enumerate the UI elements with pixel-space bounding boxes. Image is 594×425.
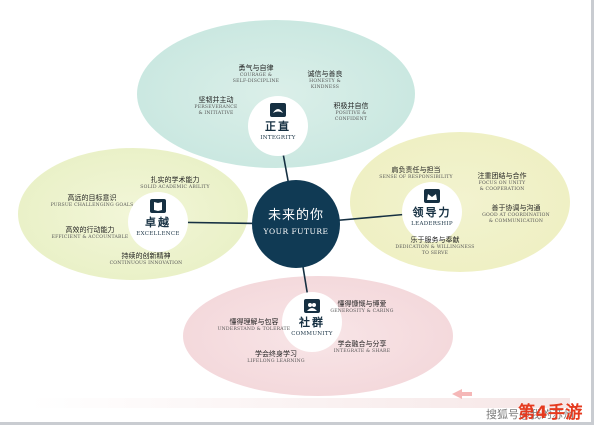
attr-efficient-en1: EFFICIENT & ACCOUNTABLE	[51, 235, 129, 240]
attr-lifelong-cn: 学会终身学习	[255, 350, 297, 358]
attr-understand-cn: 懂得理解与包容	[229, 318, 279, 326]
hub-integrity-cn: 正直	[265, 120, 291, 133]
attr-responsibility: 肩负责任与担当 SENSE OF RESPONSIBILITY	[376, 166, 456, 181]
attr-understand: 懂得理解与包容 UNDERSTAND & TOLERATE	[212, 318, 296, 333]
attr-perseverance: 坚韧并主动 PERSEVERANCE & INITIATIVE	[188, 96, 244, 117]
attr-perseverance-cn: 坚韧并主动	[198, 96, 234, 104]
people-emblem-icon	[304, 299, 320, 313]
attr-lifelong-en1: LIFELONG LEARNING	[247, 359, 305, 364]
hub-community-en: COMMUNITY	[291, 331, 333, 337]
attr-positive-cn: 积极并自信	[333, 102, 369, 110]
center-title-en: YOUR FUTURE	[263, 227, 329, 236]
attr-honesty: 诚信与善良 HONESTY & KINDNESS	[296, 70, 354, 91]
attr-academic-cn: 扎实的学术能力	[150, 176, 200, 184]
center-your-future: 未来的你 YOUR FUTURE	[252, 180, 340, 268]
attr-responsibility-en1: SENSE OF RESPONSIBILITY	[379, 175, 453, 180]
center-title-cn: 未来的你	[267, 208, 324, 223]
attr-dedication-en2: TO SERVE	[421, 251, 449, 256]
lotus-emblem-icon	[270, 103, 286, 117]
attr-coordination: 善于协调与沟通 GOOD AT COORDINATION & COMMUNICA…	[476, 204, 556, 225]
attr-innovation: 持续的创新精神 CONTINUOUS INNOVATION	[100, 252, 192, 267]
attr-perseverance-en2: & INITIATIVE	[198, 111, 234, 116]
attr-dedication: 乐于服务与奉献 DEDICATION & WILLINGNESS TO SERV…	[394, 236, 476, 257]
attr-courage: 勇气与自律 COURAGE & SELF-DISCIPLINE	[226, 64, 286, 85]
attr-efficient: 高效的行动能力 EFFICIENT & ACCOUNTABLE	[44, 226, 136, 241]
attr-generosity-en1: GENEROSITY & CARING	[330, 309, 394, 314]
attr-academic-en1: SOLID ACADEMIC ABILITY	[140, 185, 210, 190]
attr-efficient-cn: 高效的行动能力	[65, 226, 115, 234]
attr-academic: 扎实的学术能力 SOLID ACADEMIC ABILITY	[132, 176, 218, 191]
hub-excellence-en: EXCELLENCE	[136, 231, 180, 237]
bottom-shadow-band	[30, 398, 570, 408]
attr-unity: 注重团结与合作 FOCUS ON UNITY & COOPERATION	[468, 172, 536, 193]
attr-positive-en2: CONFIDENT	[334, 117, 368, 122]
attr-goals-cn: 高远的目标意识	[67, 194, 117, 202]
attr-generosity-cn: 懂得慷慨与博爱	[337, 300, 387, 308]
attr-honesty-cn: 诚信与善良	[307, 70, 343, 78]
attr-unity-cn: 注重团结与合作	[477, 172, 527, 180]
attr-positive: 积极并自信 POSITIVE & CONFIDENT	[322, 102, 380, 123]
hub-integrity: 正直 INTEGRITY	[248, 96, 308, 156]
attr-courage-en2: SELF-DISCIPLINE	[232, 79, 280, 84]
logo-watermark: 第4手游	[518, 403, 583, 423]
attr-dedication-en1: DEDICATION & WILLINGNESS	[395, 245, 475, 250]
attr-generosity: 懂得慷慨与博爱 GENEROSITY & CARING	[322, 300, 402, 315]
attr-integrate-cn: 学会融合与分享	[337, 340, 387, 348]
attr-unity-en2: & COOPERATION	[479, 187, 525, 192]
hub-excellence-cn: 卓越	[145, 216, 171, 229]
hub-community-cn: 社群	[299, 316, 325, 329]
hub-leadership-cn: 领导力	[412, 206, 452, 219]
book-emblem-icon	[150, 199, 166, 213]
attr-goals: 高远的目标意识 PURSUE CHALLENGING GOALS	[44, 194, 140, 209]
red-arrow-icon	[452, 389, 472, 399]
attr-courage-en1: COURAGE &	[239, 73, 273, 78]
attr-dedication-cn: 乐于服务与奉献	[410, 236, 460, 244]
attr-goals-en1: PURSUE CHALLENGING GOALS	[50, 203, 134, 208]
attr-lifelong: 学会终身学习 LIFELONG LEARNING	[236, 350, 316, 365]
attr-honesty-en2: KINDNESS	[310, 85, 340, 90]
attr-coordination-en2: & COMMUNICATION	[488, 219, 544, 224]
hub-leadership-en: LEADERSHIP	[411, 221, 453, 227]
crown-emblem-icon	[424, 189, 440, 203]
attr-courage-cn: 勇气与自律	[238, 64, 274, 72]
hub-leadership: 领导力 LEADERSHIP	[402, 182, 462, 242]
attr-integrate: 学会融合与分享 INTEGRATE & SHARE	[322, 340, 402, 355]
attr-responsibility-cn: 肩负责任与担当	[391, 166, 441, 174]
attr-perseverance-en1: PERSEVERANCE	[194, 105, 238, 110]
hub-integrity-en: INTEGRITY	[260, 135, 296, 141]
hub-excellence: 卓越 EXCELLENCE	[128, 192, 188, 252]
attr-positive-en1: POSITIVE &	[335, 111, 367, 116]
attr-unity-en1: FOCUS ON UNITY	[478, 181, 526, 186]
attr-innovation-en1: CONTINUOUS INNOVATION	[109, 261, 183, 266]
attr-understand-en1: UNDERSTAND & TOLERATE	[217, 327, 291, 332]
attr-coordination-en1: GOOD AT COORDINATION	[482, 213, 550, 218]
attr-integrate-en1: INTEGRATE & SHARE	[333, 349, 391, 354]
attr-coordination-cn: 善于协调与沟通	[491, 204, 541, 212]
attr-honesty-en1: HONESTY &	[309, 79, 341, 84]
hub-community: 社群 COMMUNITY	[282, 292, 342, 352]
attr-innovation-cn: 持续的创新精神	[121, 252, 171, 260]
source-watermark: 搜狐号@我的苏州	[486, 408, 574, 421]
